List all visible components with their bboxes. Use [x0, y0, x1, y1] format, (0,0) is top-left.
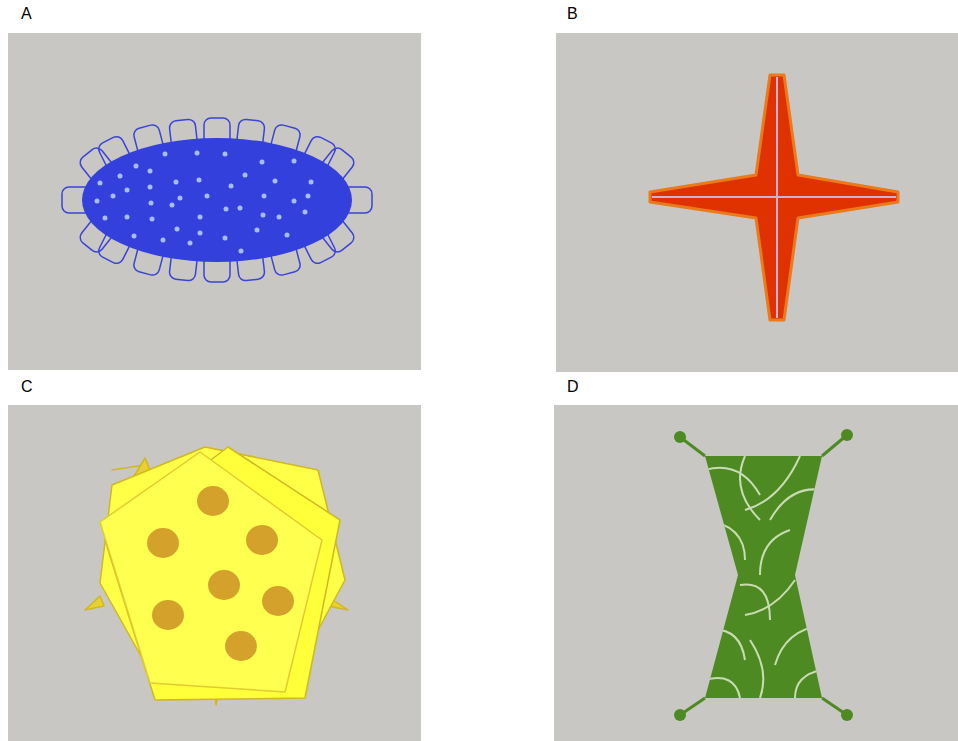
anchor-knob [674, 429, 853, 721]
panel-ground [554, 405, 958, 741]
cell-body [82, 138, 352, 262]
panel-ground [8, 405, 421, 741]
panel-letter: D [566, 379, 580, 395]
star-rib [652, 196, 896, 198]
panel-letter: B [566, 6, 579, 22]
hourglass-body [705, 456, 822, 698]
surface-ridge [705, 456, 822, 698]
grain-shape [85, 447, 348, 705]
grain-spot [147, 486, 294, 661]
panel-ground [8, 33, 421, 370]
panel-letter: C [20, 379, 34, 395]
surface-dots [95, 151, 314, 254]
anchor-rod [680, 435, 847, 715]
panel-ground [556, 33, 958, 372]
loop-fringe [62, 118, 372, 282]
star-shape [650, 75, 898, 320]
panel-letter: A [20, 6, 33, 22]
